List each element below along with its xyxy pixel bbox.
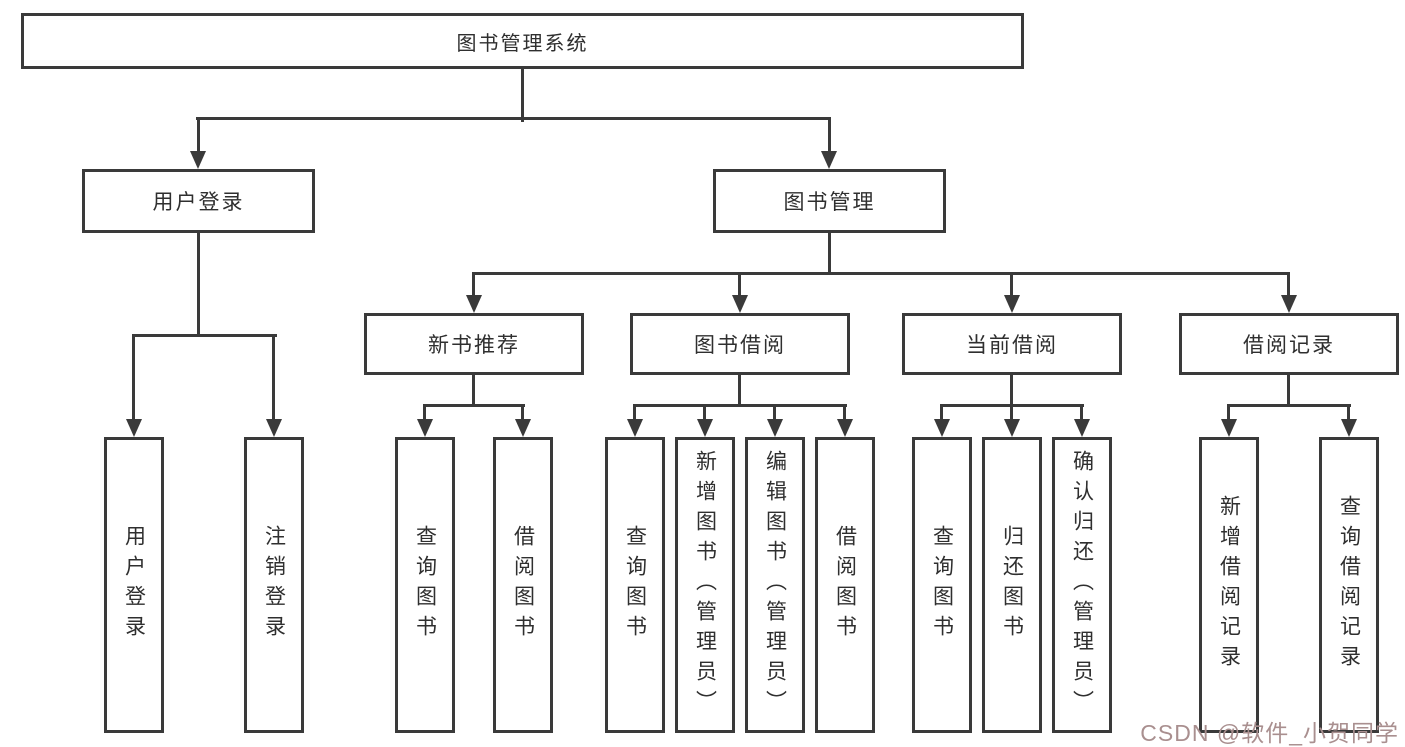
node-label: 查询图书	[413, 525, 437, 645]
node-label: 编辑图书（管理员）	[763, 450, 787, 720]
connector-line	[738, 375, 741, 407]
connector-line	[633, 404, 847, 407]
arrowhead-down-icon	[934, 419, 950, 437]
connector-line	[940, 404, 943, 421]
connector-line	[423, 404, 525, 407]
connector-line	[521, 69, 524, 122]
arrowhead-down-icon	[697, 419, 713, 437]
connector-line	[472, 272, 1290, 275]
node-current-borrowing: 当前借阅	[902, 313, 1122, 375]
connector-line	[472, 375, 475, 407]
node-label: 用户登录	[152, 191, 245, 214]
connector-line	[1010, 375, 1013, 407]
arrowhead-down-icon	[1004, 419, 1020, 437]
connector-line	[773, 404, 776, 421]
node-label: 借阅图书	[511, 525, 535, 645]
node-leaf-borrow-books-recommend: 借阅图书	[493, 437, 553, 733]
connector-line	[272, 334, 275, 421]
connector-line	[1287, 375, 1290, 407]
arrowhead-down-icon	[126, 419, 142, 437]
node-leaf-query-books-recommend: 查询图书	[395, 437, 455, 733]
arrowhead-down-icon	[515, 419, 531, 437]
node-label: 查询图书	[930, 525, 954, 645]
connector-line	[132, 334, 135, 421]
node-leaf-add-books-admin: 新增图书（管理员）	[675, 437, 735, 733]
node-leaf-logout: 注销登录	[244, 437, 304, 733]
arrowhead-down-icon	[821, 151, 837, 169]
node-leaf-query-borrow-record: 查询借阅记录	[1319, 437, 1379, 733]
connector-line	[1227, 404, 1351, 407]
connector-line	[828, 233, 831, 275]
arrowhead-down-icon	[1004, 295, 1020, 313]
node-leaf-query-books-borrowing: 查询图书	[605, 437, 665, 733]
node-book-management: 图书管理	[713, 169, 946, 233]
arrowhead-down-icon	[837, 419, 853, 437]
node-label: 用户登录	[122, 525, 146, 645]
connector-line	[1080, 404, 1083, 421]
node-label: 图书管理系统	[456, 32, 589, 55]
connector-line	[738, 272, 741, 301]
node-label: 确认归还（管理员）	[1070, 450, 1094, 720]
arrowhead-down-icon	[1281, 295, 1297, 313]
node-label: 归还图书	[1000, 525, 1024, 645]
node-label: 查询图书	[623, 525, 647, 645]
node-label: 借阅记录	[1243, 334, 1335, 357]
node-label: 图书管理	[783, 191, 876, 214]
node-leaf-edit-books-admin: 编辑图书（管理员）	[745, 437, 805, 733]
arrowhead-down-icon	[1221, 419, 1237, 437]
node-book-borrowing: 图书借阅	[630, 313, 850, 375]
connector-line	[472, 272, 475, 301]
connector-line	[132, 334, 277, 337]
arrowhead-down-icon	[627, 419, 643, 437]
node-label: 借阅图书	[833, 525, 857, 645]
node-leaf-borrow-books: 借阅图书	[815, 437, 875, 733]
arrowhead-down-icon	[190, 151, 206, 169]
node-label: 新书推荐	[428, 334, 520, 357]
node-leaf-user-login: 用户登录	[104, 437, 164, 733]
arrowhead-down-icon	[732, 295, 748, 313]
node-label: 查询借阅记录	[1337, 495, 1361, 675]
node-leaf-add-borrow-record: 新增借阅记录	[1199, 437, 1259, 733]
connector-line	[828, 117, 831, 154]
connector-line	[1010, 404, 1013, 421]
node-label: 注销登录	[262, 525, 286, 645]
node-new-book-recommendation: 新书推荐	[364, 313, 584, 375]
connector-line	[1227, 404, 1230, 421]
connector-line	[1347, 404, 1350, 421]
connector-line	[1010, 272, 1013, 301]
connector-line	[843, 404, 846, 421]
arrowhead-down-icon	[1341, 419, 1357, 437]
node-leaf-return-books: 归还图书	[982, 437, 1042, 733]
node-label: 新增图书（管理员）	[693, 450, 717, 720]
node-leaf-query-books-current: 查询图书	[912, 437, 972, 733]
node-label: 图书借阅	[694, 334, 786, 357]
connector-line	[423, 404, 426, 421]
node-label: 新增借阅记录	[1217, 495, 1241, 675]
arrowhead-down-icon	[1074, 419, 1090, 437]
arrowhead-down-icon	[266, 419, 282, 437]
csdn-watermark: CSDN @软件_小贺同学	[1140, 720, 1399, 746]
node-library-management-system: 图书管理系统	[21, 13, 1024, 69]
connector-line	[633, 404, 636, 421]
connector-line	[1287, 272, 1290, 301]
node-user-login: 用户登录	[82, 169, 315, 233]
node-label: 当前借阅	[966, 334, 1058, 357]
connector-line	[197, 233, 200, 337]
node-borrowing-records: 借阅记录	[1179, 313, 1399, 375]
arrowhead-down-icon	[466, 295, 482, 313]
connector-line	[521, 404, 524, 421]
arrowhead-down-icon	[767, 419, 783, 437]
connector-line	[197, 117, 200, 154]
connector-line	[196, 117, 831, 120]
arrowhead-down-icon	[417, 419, 433, 437]
node-leaf-confirm-return-admin: 确认归还（管理员）	[1052, 437, 1112, 733]
connector-line	[703, 404, 706, 421]
